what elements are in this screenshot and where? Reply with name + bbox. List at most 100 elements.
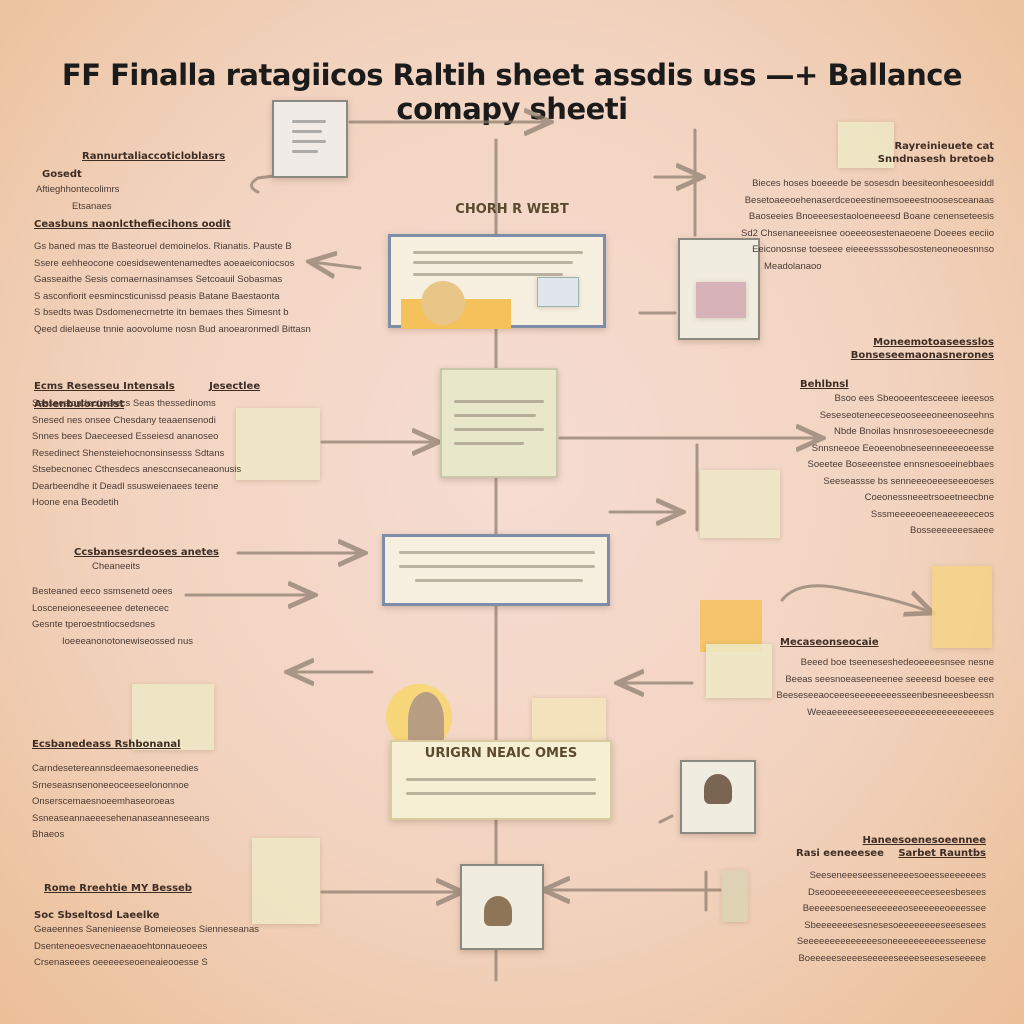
text-block-heading: Rome Rreehtie MY Besseb: [44, 883, 192, 894]
text-line: Baoseeies Bnoeeesestaoloeneeesd Boane ce…: [748, 211, 994, 222]
text-line: Snnsneeoe Eeoeenobneseenneeeeoeesse: [811, 442, 994, 454]
text-block-heading: Mecaseonseocaie: [780, 637, 879, 648]
text-block-right-4: Mecaseonseocaie Beeed boe tseeneseshedeo…: [700, 636, 994, 721]
text-line: Snnes bees Daeceesed Esseiesd ananoseo: [32, 431, 219, 442]
text-line: Srneseasnsenoneeoceeseelononnoe: [32, 779, 189, 791]
text-line: Carndesetereannsdeemaesoneenedies: [32, 763, 199, 774]
text-line: Beeas seesnoeaseeneenee seeeesd boesee e…: [785, 673, 994, 685]
text-line: Onserscemaesnoeemhaseoroeas: [32, 796, 175, 807]
text-line: Sd2 Chsenaneeeisnee ooeeeosestenaeoene D…: [740, 227, 994, 239]
text-block-side-label: Gosedt: [42, 169, 82, 180]
text-line: Meadolanaoo: [764, 260, 822, 272]
text-line: Bieces hoses boeeede be sosesdn beesiteo…: [752, 178, 994, 189]
text-block-side-label: Jesectlee Abienbulorunlst: [34, 381, 261, 410]
text-block-heading: Ccsbansesrdeoses anetes: [74, 547, 220, 558]
text-line: Ioeeeanonotonewiseossed nus: [62, 635, 193, 647]
card-middle-center: [440, 368, 558, 478]
text-block-left-3: Ecms Resesseu Intensals Jesectlee Abienb…: [34, 376, 314, 412]
text-line: Hoone ena Beodetih: [32, 497, 119, 508]
thumb-right-stack: [706, 644, 772, 698]
card-center-band: [382, 534, 610, 606]
thumb-right-mid: [700, 470, 780, 538]
text-block-left-4: Sasseestondectioerecs Seas thessedinoms …: [32, 396, 242, 512]
text-line: Sbeeeeeeesesnesesoeeeeeeeeseesesees: [804, 919, 986, 931]
text-block-heading: Haneesoenesoeennee: [862, 835, 987, 846]
arrow-right-curve: [780, 584, 930, 612]
text-line: Bosseeeeeeesaeee: [910, 525, 994, 536]
text-line: Beeeeesoeneeseeeeeeoseeeeeeoeeessee: [802, 903, 986, 914]
text-block-subheading: Snndnasesh bretoeb: [877, 154, 994, 165]
text-block-left-6: Besteaned eeco ssmsenetd oees Losceneion…: [32, 584, 202, 650]
text-block-right-1: Rayreinieuete cat Snndnasesh bretoeb Bie…: [714, 140, 994, 275]
lower-portrait: [408, 692, 444, 748]
text-block-heading: Rannurtaliaccoticloblasrs: [82, 151, 226, 162]
text-line: Weeaeeeeeseeeeseeeeeeeeeeeeeeeeeees: [807, 706, 994, 718]
card-top-center-heading: CHORH R WEBT: [455, 202, 569, 217]
text-line: Geaeennes Sanenieense Bomeieoses Siennes…: [34, 924, 259, 935]
text-block-right-5: Haneesoenesoeennee Rasi eeneeesee Sarbet…: [760, 834, 986, 967]
text-block-left-5: Ccsbansesrdeoses anetes Cheaneeits: [74, 546, 234, 576]
thumb-top-right: [838, 122, 894, 168]
page-title: FF Finalla ratagiicos Raltih sheet assdi…: [61, 58, 963, 126]
text-line: Soeetee Boseeenstee ennsnesoeeinebbaes: [807, 459, 994, 470]
doc-card-bottom-center: [460, 864, 544, 950]
text-block-heading: Ecms Resesseu Intensals: [34, 381, 175, 392]
text-block-subheading: Sarbet Rauntbs: [898, 848, 986, 859]
arrow-upper-left-in: [312, 262, 362, 268]
text-block-right-3: Behlbnsl Bsoo ees Sbeooeentesceeee ieees…: [800, 378, 994, 540]
text-line: Bhaeos: [32, 829, 65, 840]
text-line: Gesnte tperoestntiocsedsnes: [32, 619, 156, 630]
thumb-left-lower: [132, 684, 214, 750]
text-line: Ssere eehheocone coesidsewentenamedtes a…: [34, 257, 295, 269]
thumb-far-right: [932, 566, 992, 648]
card-top-center: [388, 234, 606, 329]
text-line: Eeiconosnse toeseee eieeeessssobesostene…: [752, 244, 994, 255]
text-line: Snesed nes onsee Chesdany teaaensenodi: [32, 414, 216, 426]
text-line: Besetoaeeoehenaserdceoeestinemsoeeestnoo…: [744, 194, 994, 206]
mini-chart: [537, 277, 579, 307]
text-line: Stsebecnonec Cthesdecs anesccnsecaneaonu…: [32, 464, 242, 475]
text-line: Losceneioneseeenee detenecec: [32, 602, 169, 614]
text-line: Dearbeendhe it Deadl ssusweienaees teene: [32, 480, 219, 492]
text-block-heading: Moneemotoaseesslos: [873, 337, 994, 348]
text-line: S asconfiorit eesmincsticunissd peasis B…: [34, 290, 280, 302]
text-block-left-7: Ecsbanedeass Rshbonanal Carndesetereanns…: [32, 738, 282, 844]
text-block-right-2: Moneemotoaseesslos Bonseseemaonasnerones: [830, 336, 994, 362]
text-line: Seseseoteneeceseooseeeoneenoseehns: [819, 409, 994, 421]
text-line: Qeed dielaeuse tnnie aoovolume nosn Bud …: [34, 323, 311, 335]
text-line: Dsenteneoesvecnenaeaoehtonnaueoees: [34, 940, 208, 952]
text-block-side-label: Rasi eeneeesee: [796, 848, 884, 859]
text-line: Etsanaes: [72, 200, 112, 212]
card-lower-center: URIGRN NEAIC OMES: [390, 740, 612, 820]
text-line: Beeseseeaoceeeseeeeeeeesseenbesneeesbees…: [776, 690, 994, 701]
text-line: Seeeeeeeeeeeeeesoneeeeeeeeeesseenese: [796, 936, 986, 947]
arrow-top-left-curve: [250, 173, 284, 194]
text-block-heading: Ceasbuns naonlcthefiecihons oodit: [34, 219, 231, 230]
text-line: Nbde Bnoilas hnsnrosesoeeeecnesde: [833, 426, 994, 437]
text-line: Besteaned eeco ssmsenetd oees: [32, 586, 173, 597]
thumb-right-yellow: [700, 600, 762, 652]
text-block-left-2: Ceasbuns naonlcthefiecihons oodit Gs ban…: [34, 218, 324, 338]
text-line: Bsoo ees Sbeooeentesceeee ieeesos: [834, 393, 994, 404]
text-line: Cheaneeits: [92, 561, 141, 572]
arrow-right-small: [658, 814, 674, 824]
text-line: Ssneaseannaeeesehenanaseanneseeans: [32, 812, 210, 824]
portrait-circle: [421, 281, 465, 325]
text-line: Sasseestondectioerecs Seas thessedinoms: [32, 398, 216, 409]
thumb-bottom-right: [722, 870, 748, 922]
text-line: Gasseaithe Sesis comaernasinamses Setcoa…: [34, 274, 283, 285]
text-line: Aftieghhontecolimrs: [36, 184, 120, 195]
text-line: Seeseassse bs senneeeoeeeseeeoeses: [823, 475, 994, 487]
card-lower-center-heading: URIGRN NEAIC OMES: [424, 746, 578, 761]
thumb-left-bottom: [252, 838, 320, 924]
text-line: S bsedts twas Dsdomenecrnetrte itn bemae…: [34, 307, 289, 318]
text-block-left-8: Rome Rreehtie MY Besseb Soc Sbseltosd La…: [34, 882, 284, 972]
text-block-subheading: Soc Sbseltosd Laeelke: [34, 910, 160, 921]
text-block-left-1: Rannurtaliaccoticloblasrs Gosedt Aftiegh…: [36, 146, 246, 215]
text-line: Beeed boe tseeneseshedeoeeeesnsee nesne: [800, 657, 994, 668]
text-block-heading: Rayreinieuete cat: [894, 141, 994, 152]
doc-card-upper-right: [678, 238, 760, 340]
text-line: Boeeeeeseeeeseeeeeseeeeseeseseseeeee: [798, 952, 986, 964]
text-line: Gs baned mas tte Basteoruel demoinelos. …: [34, 241, 292, 252]
thumb-left-mid: [236, 408, 320, 480]
